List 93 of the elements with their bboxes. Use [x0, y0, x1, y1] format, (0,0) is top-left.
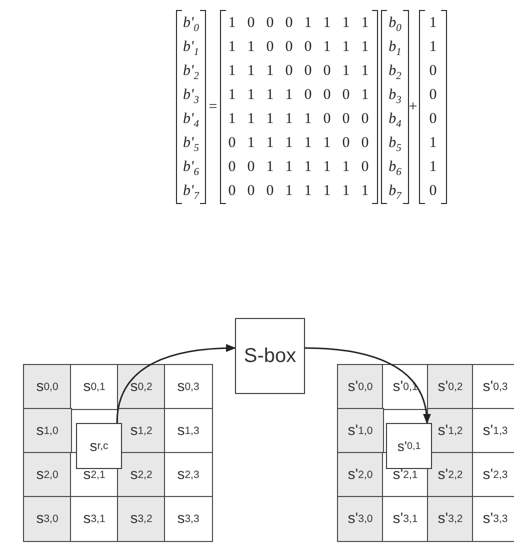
- matrix-entry: 0: [322, 86, 332, 105]
- matrix-entry: 1: [246, 110, 256, 129]
- matrix-entry: 0: [303, 86, 313, 105]
- matrix-entry: 1: [360, 86, 370, 105]
- matrix-entry: 0: [322, 62, 332, 81]
- matrix-entry: 0: [284, 38, 294, 57]
- matrix-entry: 1: [322, 14, 332, 33]
- matrix-entry: 1: [284, 182, 294, 201]
- vector-element: 1: [428, 134, 438, 153]
- vector-element: b$_{4}$: [388, 110, 402, 130]
- matrix-entry: 1: [246, 62, 256, 81]
- arrow: [304, 347, 430, 424]
- matrix-entry: 0: [265, 14, 275, 33]
- s-box: S-box: [235, 318, 305, 394]
- vector-element: b'$_{5}$: [182, 134, 200, 154]
- vector-element: 0: [428, 182, 438, 201]
- matrix-entry: 0: [322, 110, 332, 129]
- matrix-entry: 1: [227, 86, 237, 105]
- vector-element: b'$_{0}$: [182, 14, 200, 34]
- vector-element: b$_{3}$: [388, 86, 402, 106]
- matrix-entry: 1: [284, 158, 294, 177]
- matrix-entry: 1: [360, 182, 370, 201]
- matrix-entry: 1: [265, 62, 275, 81]
- matrix-entry: 1: [303, 110, 313, 129]
- matrix-entry: 0: [227, 134, 237, 153]
- vector-element: b'$_{1}$: [182, 38, 200, 58]
- vector-element: b$_{1}$: [388, 38, 402, 58]
- matrix-entry: 1: [265, 110, 275, 129]
- matrix-entry: 1: [341, 38, 351, 57]
- matrix-entry: 1: [246, 134, 256, 153]
- vector-element: b'$_{4}$: [182, 110, 200, 130]
- vector-element: b'$_{7}$: [182, 182, 200, 202]
- matrix-entry: 1: [360, 38, 370, 57]
- matrix-entry: 1: [341, 14, 351, 33]
- matrix-entry: 0: [341, 134, 351, 153]
- matrix-entry: 1: [227, 38, 237, 57]
- matrix-entry: 0: [246, 158, 256, 177]
- matrix-entry: 0: [284, 62, 294, 81]
- vector-element: 1: [428, 38, 438, 57]
- vector-element: 0: [428, 110, 438, 129]
- arrow: [116, 344, 236, 424]
- matrix-entry: 1: [284, 134, 294, 153]
- matrix-entry: 1: [341, 62, 351, 81]
- matrix-entry: 1: [360, 62, 370, 81]
- vector-element: b$_{5}$: [388, 134, 402, 154]
- vector-element: b'$_{6}$: [182, 158, 200, 178]
- matrix-entry: 1: [303, 134, 313, 153]
- matrix-entry: 1: [284, 110, 294, 129]
- matrix-entry: 0: [360, 110, 370, 129]
- matrix-entry: 0: [360, 134, 370, 153]
- matrix-entry: 1: [322, 38, 332, 57]
- matrix-entry: 1: [341, 158, 351, 177]
- vector-element: 1: [428, 158, 438, 177]
- matrix-entry: 0: [246, 182, 256, 201]
- matrix-entry: 1: [265, 134, 275, 153]
- vector-element: 0: [428, 86, 438, 105]
- matrix-entry: 1: [303, 14, 313, 33]
- matrix-entry: 1: [303, 182, 313, 201]
- matrix-entry: 1: [227, 110, 237, 129]
- matrix-entry: 1: [341, 182, 351, 201]
- matrix-entry: 1: [322, 134, 332, 153]
- matrix-entry: 0: [341, 110, 351, 129]
- matrix-entry: 1: [227, 14, 237, 33]
- matrix-entry: 1: [284, 86, 294, 105]
- matrix-entry: 0: [227, 158, 237, 177]
- matrix-entry: 1: [303, 158, 313, 177]
- matrix-entry: 1: [227, 62, 237, 81]
- matrix-entry: 1: [265, 158, 275, 177]
- matrix-entry: 0: [265, 182, 275, 201]
- vector-element: b$_{2}$: [388, 62, 402, 82]
- matrix-entry: 1: [360, 14, 370, 33]
- vector-element: b'$_{2}$: [182, 62, 200, 82]
- matrix-entry: 0: [303, 62, 313, 81]
- vector-element: b$_{0}$: [388, 14, 402, 34]
- matrix-entry: 0: [303, 38, 313, 57]
- matrix-entry: 0: [284, 14, 294, 33]
- matrix-entry: 1: [322, 182, 332, 201]
- vector-element: b'$_{3}$: [182, 86, 200, 106]
- matrix-entry: 0: [265, 38, 275, 57]
- matrix-entry: 1: [246, 86, 256, 105]
- equals-sign: =: [208, 98, 218, 117]
- plus-sign: +: [408, 98, 418, 117]
- vector-element: b$_{6}$: [388, 158, 402, 178]
- matrix-entry: 0: [341, 86, 351, 105]
- matrix-entry: 0: [360, 158, 370, 177]
- matrix-entry: 1: [246, 38, 256, 57]
- matrix-entry: 1: [265, 86, 275, 105]
- matrix-entry: 0: [227, 182, 237, 201]
- matrix-entry: 1: [322, 158, 332, 177]
- vector-element: b$_{7}$: [388, 182, 403, 202]
- matrix-entry: 0: [246, 14, 256, 33]
- vector-element: 0: [428, 62, 438, 81]
- vector-element: 1: [428, 14, 438, 33]
